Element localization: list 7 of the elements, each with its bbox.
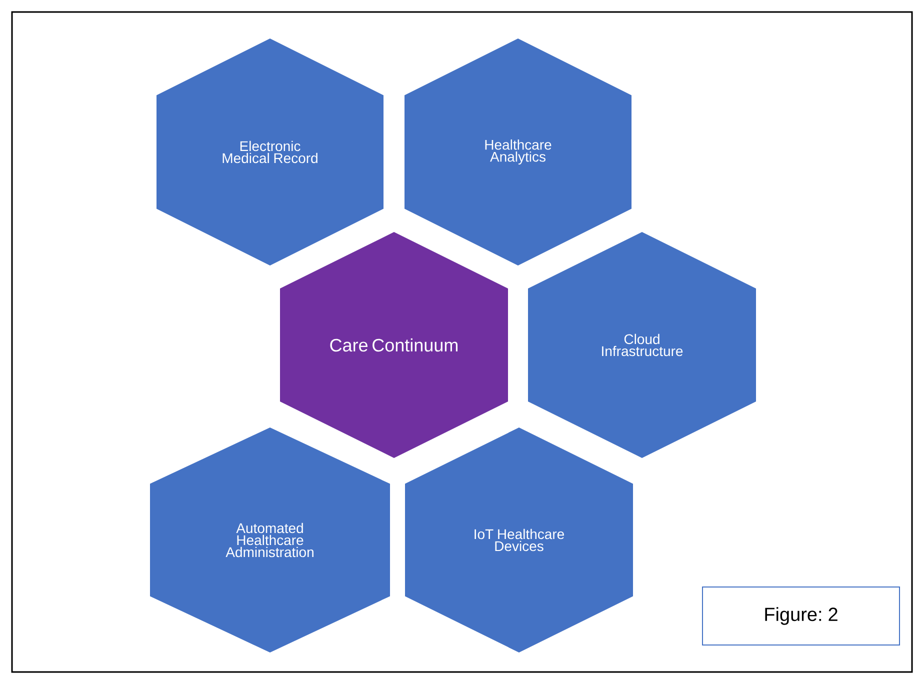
hexagon: Healthcare Analytics	[404, 38, 632, 266]
hexagon: IoT Healthcare Devices	[405, 428, 633, 652]
hexagon: Care Continuum	[280, 232, 508, 458]
figure-label-box: Figure: 2	[702, 586, 900, 646]
hexagon: Electronic Medical Record	[156, 38, 384, 266]
hexagon: Cloud Infrastructure	[528, 232, 756, 458]
hexagon: Automated Healthcare Administration	[150, 428, 390, 652]
